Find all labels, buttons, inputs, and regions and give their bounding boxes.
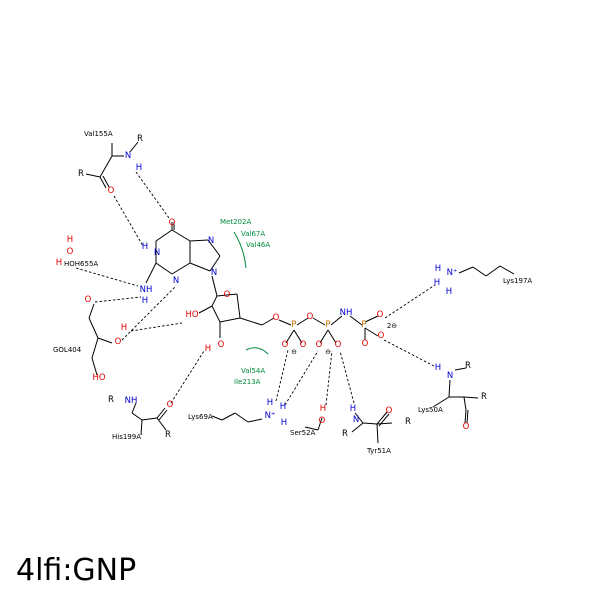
atom-n3: N xyxy=(173,276,179,286)
atom-o2a: O xyxy=(300,340,307,350)
lys197-h3: H xyxy=(446,287,452,297)
label-val67: Val67A xyxy=(241,230,265,238)
his199-r: R xyxy=(108,395,114,405)
residue-bonds xyxy=(85,141,515,444)
atom-o2prime: HO xyxy=(185,310,198,320)
ser52-h: H xyxy=(320,404,326,414)
tyr51-o: O xyxy=(386,406,393,416)
atom-o5prime: O xyxy=(273,313,280,323)
atom-o3prime: O xyxy=(218,340,225,350)
lys50-h: H xyxy=(435,363,441,373)
atom-o2b: O xyxy=(335,340,342,350)
label-ile213: Ile213A xyxy=(234,378,261,386)
label-lys50: Lys50A xyxy=(418,406,443,414)
diagram-title: 4lfi:GNP xyxy=(16,553,137,588)
lys69-h3: H xyxy=(267,398,273,408)
atom-pa: P xyxy=(291,320,296,330)
label-lys197: Lys197A xyxy=(503,277,532,285)
charge-pg: 2⊖ xyxy=(387,322,397,330)
lys197-h1: H xyxy=(435,264,441,274)
atom-n3b: NH xyxy=(340,308,353,318)
label-gol404: GOL404 xyxy=(53,346,82,354)
his199-o: O xyxy=(167,400,174,410)
label-lys69: Lys69A xyxy=(188,413,213,421)
lys197-h2: H xyxy=(434,278,440,288)
atom-o1g: O xyxy=(377,310,384,320)
atom-n1: N xyxy=(154,248,160,258)
label-hoh655: HOH655A xyxy=(64,260,98,268)
hoh655-h2: H xyxy=(56,258,62,268)
gol404-h: H xyxy=(121,323,127,333)
his199-r2: R xyxy=(165,430,171,440)
residue-labels: Val155A Met202A Val67A Val46A HOH655A GO… xyxy=(53,130,532,455)
label-val46: Val46A xyxy=(246,241,270,249)
hoh655-h1: H xyxy=(67,235,73,245)
val155-o: O xyxy=(108,186,115,196)
lys50-r2: R xyxy=(481,392,487,402)
hoh655-o: O xyxy=(67,247,74,257)
hydrogen-bonds xyxy=(75,171,436,406)
atom-pg: P xyxy=(361,320,366,330)
val155-n: N xyxy=(125,151,131,161)
lys197-n: N⁺ xyxy=(447,268,458,278)
atom-o1a: O xyxy=(282,340,289,350)
atom-o6: O xyxy=(169,218,176,228)
atom-o2g: O xyxy=(362,339,369,349)
label-tyr51: Tyr51A xyxy=(366,447,391,455)
atom-h-n1: H xyxy=(142,242,148,252)
atom-o3a: O xyxy=(307,312,314,322)
ser52-o: O xyxy=(319,416,326,426)
label-met202: Met202A xyxy=(220,218,251,226)
label-ser52: Ser52A xyxy=(290,429,316,437)
atom-n9: N xyxy=(211,268,217,278)
val155-h: H xyxy=(136,163,142,173)
atom-n7: N xyxy=(208,236,214,246)
atom-h-o3prime: H xyxy=(205,344,211,354)
gol404-o1: O xyxy=(85,295,92,305)
val155-r2: R xyxy=(78,169,84,179)
atom-o3g: O xyxy=(378,331,385,341)
tyr51-r2: R xyxy=(405,417,411,427)
tyr51-n: N xyxy=(353,415,359,425)
atom-h-n2: H xyxy=(142,296,148,306)
his199-n: NH xyxy=(125,396,138,406)
ligand-atoms: O N N N N H NH H O HO O H O P O P NH P O… xyxy=(140,218,398,356)
lys69-h2: H xyxy=(281,418,287,428)
atom-o1b: O xyxy=(316,340,323,350)
lys69-n: N⁺ xyxy=(265,411,276,421)
charge-pb: ⊖ xyxy=(325,348,331,356)
lys50-n: N xyxy=(447,371,453,381)
lys50-o: O xyxy=(463,422,470,432)
tyr51-h: H xyxy=(350,404,356,414)
residue-atoms: R N H R O H O H O H O HO R NH O R N⁺ H H… xyxy=(56,134,487,440)
atom-o4prime: O xyxy=(224,290,231,300)
lys69-h1: H xyxy=(280,402,286,412)
gol404-o2: O xyxy=(115,337,122,347)
tyr51-r: R xyxy=(342,429,348,439)
label-val54: Val54A xyxy=(241,367,265,375)
label-val155: Val155A xyxy=(84,130,113,138)
label-his199: His199A xyxy=(112,433,141,441)
atom-n2: NH xyxy=(140,285,153,295)
atom-pb: P xyxy=(325,320,330,330)
gol404-o3: HO xyxy=(92,373,105,383)
ligand-bonds xyxy=(145,222,379,344)
hydrophobic-arcs xyxy=(233,231,269,355)
val155-r: R xyxy=(137,134,143,144)
lys50-r: R xyxy=(465,361,471,371)
charge-pa: ⊖ xyxy=(291,348,297,356)
